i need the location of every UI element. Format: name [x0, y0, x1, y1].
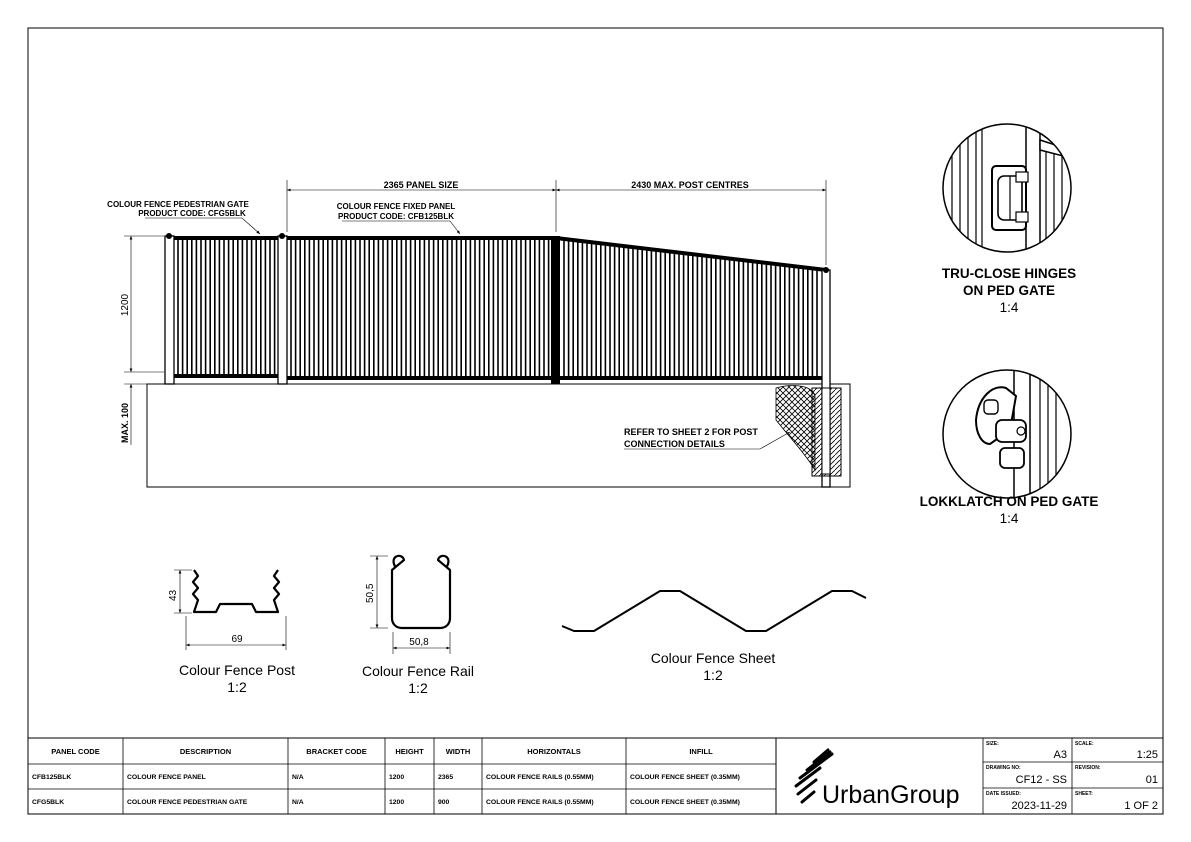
gate-hinge-post [164, 235, 175, 385]
rail-profile-name: Colour Fence Rail [362, 663, 474, 679]
schedule-header-5: HORIZONTALS [527, 747, 581, 756]
schedule-cell: CFB125BLK [32, 774, 71, 781]
post-cap [279, 233, 285, 239]
schedule-cell: 2365 [438, 774, 453, 781]
schedule-cell: COLOUR FENCE SHEET (0.35MM) [630, 774, 740, 781]
schedule-cell: CFG5BLK [32, 799, 64, 806]
date-key: DATE ISSUED: [986, 791, 1021, 797]
schedule-cell: COLOUR FENCE SHEET (0.35MM) [630, 799, 740, 806]
gate-latch-post [277, 235, 288, 385]
hinge-detail-scale: 1:4 [1000, 300, 1019, 315]
rail-profile-scale: 1:2 [408, 680, 428, 696]
fence-elevation: 2365 PANEL SIZE 2430 MAX. POST CENTRES 1… [107, 180, 851, 488]
panel-schedule-table: PANEL CODE DESCRIPTION BRACKET CODE HEIGHT W… [27, 737, 777, 815]
refer-note-line2: CONNECTION DETAILS [624, 439, 725, 449]
post-in-footing [821, 387, 831, 475]
post-width-dim: 69 [231, 634, 243, 645]
post-centres-label: 2430 MAX. POST CENTRES [631, 180, 749, 190]
footing-slab [146, 383, 851, 488]
scale-key: SCALE: [1075, 741, 1094, 747]
schedule-cell: 1200 [389, 774, 404, 781]
schedule-cell: 1200 [389, 799, 404, 806]
schedule-header-1: DESCRIPTION [180, 747, 231, 756]
latch-detail-title: LOKKLATCH ON PED GATE [920, 494, 1099, 509]
drawing-no-key: DRAWING NO: [986, 765, 1021, 771]
schedule-cell: COLOUR FENCE RAILS (0.55MM) [486, 799, 594, 806]
schedule-header-6: INFILL [689, 747, 713, 756]
sheet-profile-scale: 1:2 [703, 667, 723, 683]
hinge-detail: TRU-CLOSE HINGES ON PED GATE 1:4 [942, 123, 1076, 315]
raked-panel-infill [563, 238, 818, 378]
revision-key: REVISION: [1075, 765, 1101, 771]
latch-detail-scale: 1:4 [1000, 511, 1019, 526]
size-value: A3 [1054, 749, 1067, 761]
hinge-detail-title: TRU-CLOSE HINGES [942, 266, 1076, 281]
title-block: UrbanGroup SIZE: A3 SCALE: 1:25 DRAWING … [775, 737, 1164, 815]
gate-label-line2: PRODUCT CODE: CFG5BLK [138, 209, 246, 218]
centre-post [551, 236, 560, 384]
schedule-cell: N/A [292, 774, 304, 781]
sheet-value: 1 OF 2 [1124, 800, 1158, 812]
height-label: 1200 [120, 293, 131, 316]
panel-label-line1: COLOUR FENCE FIXED PANEL [337, 202, 456, 211]
post-cap [823, 267, 829, 273]
schedule-header-0: PANEL CODE [51, 747, 99, 756]
rail-profile: 50,5 50,8 Colour Fence Rail 1:2 [362, 554, 474, 696]
logo-text: UrbanGroup [822, 781, 960, 809]
scale-value: 1:25 [1137, 749, 1158, 761]
schedule-header-4: WIDTH [446, 747, 471, 756]
panel-infill [290, 238, 550, 378]
schedule-header-3: HEIGHT [395, 747, 424, 756]
refer-note-line1: REFER TO SHEET 2 FOR POST [624, 427, 758, 437]
gate-label-line1: COLOUR FENCE PEDESTRIAN GATE [107, 200, 249, 209]
panel-label-line2: PRODUCT CODE: CFB125BLK [338, 212, 454, 221]
schedule-cell: COLOUR FENCE PANEL [127, 774, 206, 781]
sheet-profile-name: Colour Fence Sheet [651, 650, 776, 666]
raked-top-rail [555, 236, 827, 272]
mesh-section [775, 385, 816, 472]
schedule-cell: 900 [438, 799, 450, 806]
schedule-cell: N/A [292, 799, 304, 806]
panel-size-label: 2365 PANEL SIZE [384, 180, 459, 190]
drawing-no-value: CF12 - SS [1016, 774, 1067, 786]
schedule-cell: COLOUR FENCE RAILS (0.55MM) [486, 774, 594, 781]
hinge-detail-subtitle: ON PED GATE [963, 283, 1055, 298]
latch-detail: LOKKLATCH ON PED GATE 1:4 [920, 369, 1099, 526]
size-key: SIZE: [986, 741, 999, 747]
schedule-header-2: BRACKET CODE [306, 747, 366, 756]
post-height-dim: 43 [168, 589, 179, 601]
sheet-profile: Colour Fence Sheet 1:2 [561, 590, 867, 683]
rail-width-dim: 50,8 [409, 637, 429, 648]
footing-label: MAX. 100 [120, 403, 130, 443]
schedule-cell: COLOUR FENCE PEDESTRIAN GATE [127, 799, 248, 806]
post-profile: 43 69 Colour Fence Post 1:2 [168, 569, 295, 695]
revision-value: 01 [1146, 774, 1158, 786]
rail-height-dim: 50,5 [365, 583, 376, 603]
gate-infill [177, 238, 276, 376]
urbangroup-logo: UrbanGroup [794, 748, 960, 809]
sheet-key: SHEET: [1075, 791, 1093, 797]
post-cap [166, 233, 172, 239]
date-value: 2023-11-29 [1012, 800, 1067, 812]
post-profile-scale: 1:2 [227, 679, 247, 695]
post-profile-name: Colour Fence Post [179, 662, 295, 678]
